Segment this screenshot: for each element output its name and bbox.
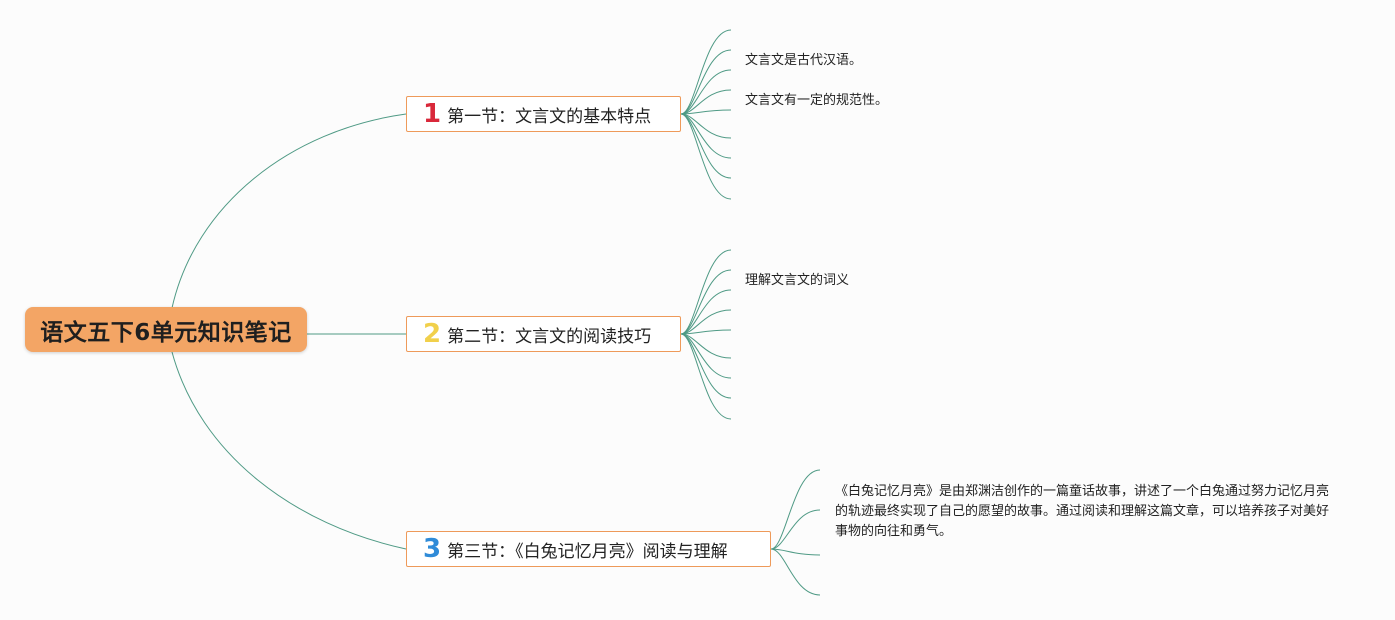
topic-2-branch-9: [680, 333, 732, 420]
topic-section-2[interactable]: 2 第二节：文言文的阅读技巧: [406, 316, 681, 352]
topic-2-branch-4: [680, 309, 732, 335]
topic-2-branch-5: [680, 329, 732, 335]
topic-1-branch-2: [680, 49, 732, 115]
topic-1-branch-9: [680, 113, 732, 200]
topic-label: 第二节：文言文的阅读技巧: [447, 326, 652, 347]
topic-2-branch-2: [680, 269, 732, 335]
topic-1-branch-5: [680, 109, 732, 115]
number-1-icon: 1: [423, 99, 442, 129]
topic-3-branch-1: [770, 469, 821, 550]
subtopic-understand-word-meaning[interactable]: 理解文言文的词义: [745, 273, 850, 288]
root-to-topic-1-connector: [171, 113, 407, 309]
topic-3-branch-3: [770, 548, 821, 556]
topic-label: 第一节：文言文的基本特点: [447, 106, 652, 127]
topic-section-3[interactable]: 3 第三节：《白兔记忆月亮》阅读与理解: [406, 531, 771, 567]
subtopic-story-summary[interactable]: 《白兔记忆月亮》是由郑渊洁创作的一篇童话故事，讲述了一个白兔通过努力记忆月亮的轨…: [835, 484, 1330, 539]
subtopic-classical-is-normative[interactable]: 文言文有一定的规范性。: [745, 93, 889, 108]
number-2-icon: 2: [423, 319, 442, 349]
subtopic-classical-is-ancient[interactable]: 文言文是古代汉语。: [745, 53, 863, 68]
number-3-icon: 3: [423, 534, 442, 564]
topic-1-branch-1: [680, 29, 732, 115]
topic-1-branch-3: [680, 69, 732, 115]
topic-1-branch-4: [680, 89, 732, 115]
topic-3-branch-4: [770, 548, 821, 596]
topic-3-branch-2: [770, 509, 821, 550]
topic-label: 第三节：《白兔记忆月亮》阅读与理解: [447, 541, 728, 562]
root-topic-label: 语文五下6单元知识笔记: [40, 319, 292, 346]
topic-2-branch-1: [680, 249, 732, 335]
topic-2-branch-3: [680, 289, 732, 335]
topic-section-1[interactable]: 1 第一节：文言文的基本特点: [406, 96, 681, 132]
root-topic[interactable]: 语文五下6单元知识笔记: [25, 307, 307, 352]
root-to-topic-3-connector: [171, 351, 407, 550]
